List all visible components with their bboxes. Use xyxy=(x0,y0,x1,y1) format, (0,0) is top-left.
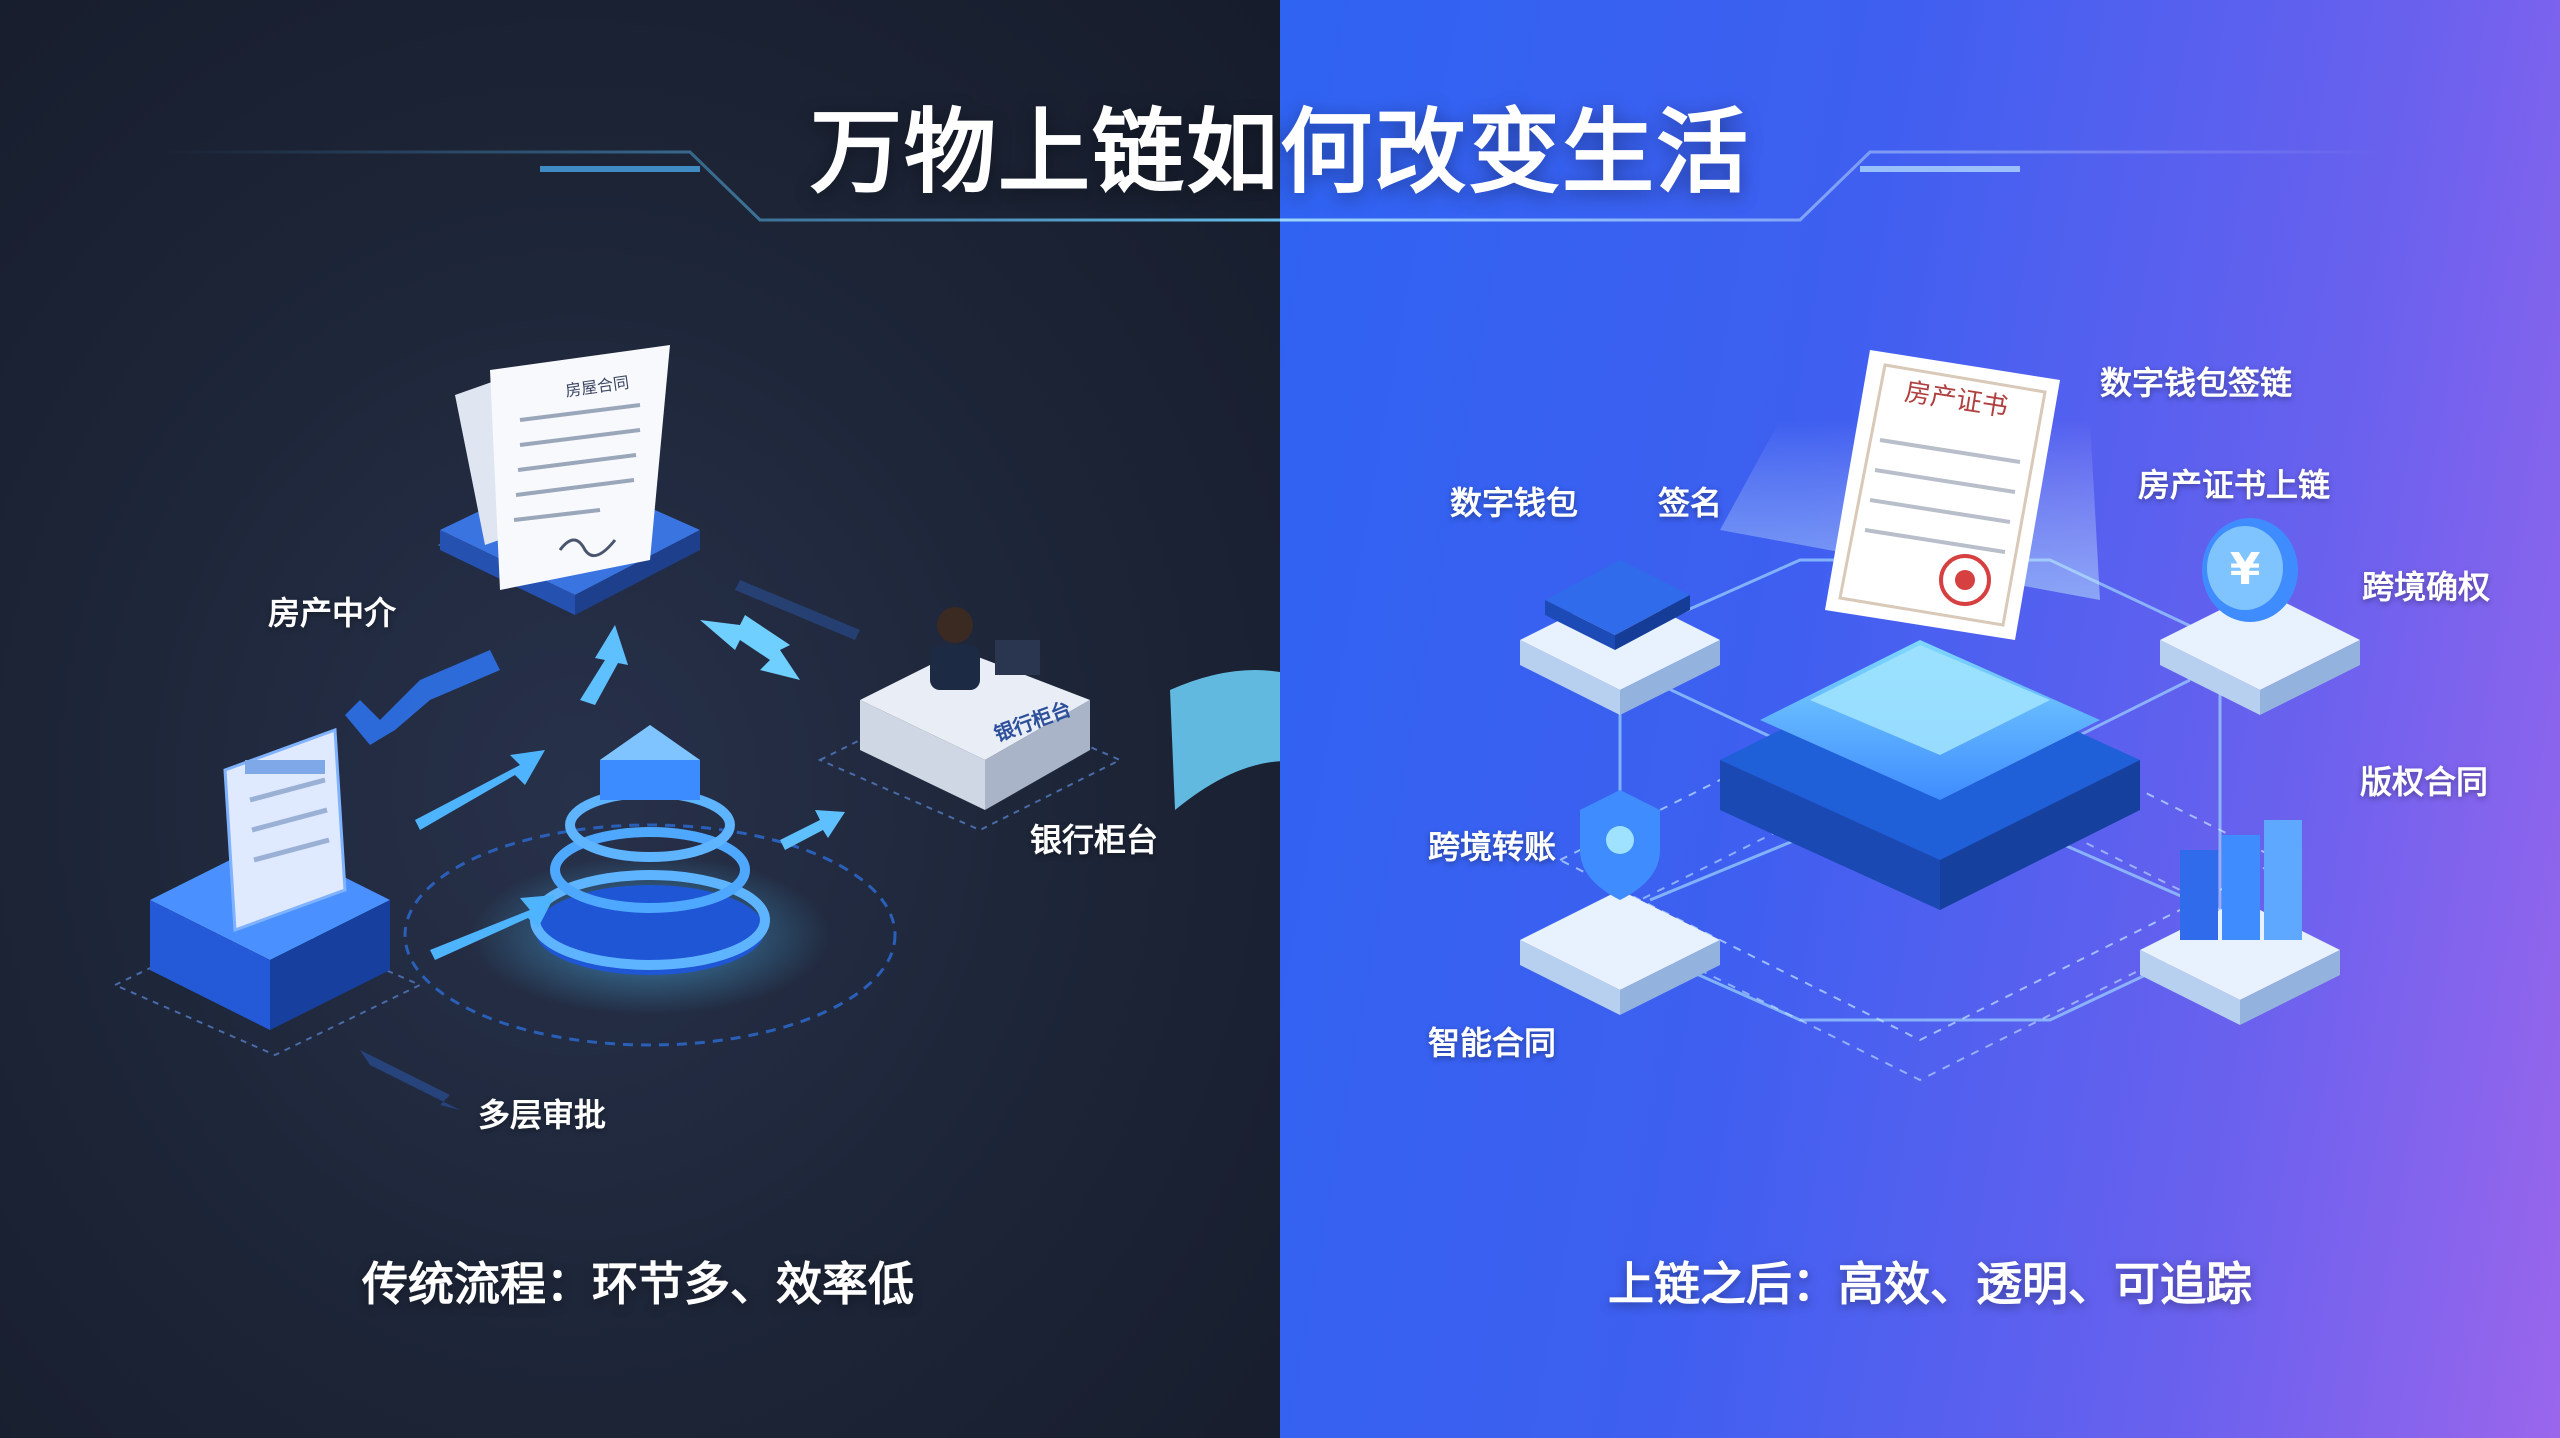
page-title: 万物上链如何改变生活 xyxy=(809,99,1750,206)
transition-arrow xyxy=(1170,670,1280,810)
label-cross-transfer: 跨境转账 xyxy=(1428,828,1557,866)
label-copyright: 版权合同 xyxy=(2360,763,2489,801)
label-wallet: 数字钱包 xyxy=(1450,484,1579,522)
label-bank-counter: 银行柜台 xyxy=(1030,821,1159,859)
shield-lock-icon xyxy=(1520,790,1720,1015)
label-cert-chain: 房产证书上链 xyxy=(2138,466,2331,504)
copyright-books-icon xyxy=(2140,820,2340,1025)
label-cross-confirm: 跨境确权 xyxy=(2362,568,2491,606)
yen-coin-icon: ¥ xyxy=(2160,518,2360,715)
property-certificate-icon xyxy=(1825,350,2060,640)
caption-traditional: 传统流程：环节多、效率低 xyxy=(362,1257,914,1311)
file-stack-icon xyxy=(112,727,423,1057)
caption-blockchain: 上链之后：高效、透明、可追踪 xyxy=(1608,1257,2252,1311)
label-agency: 房产中介 xyxy=(268,594,397,632)
svg-text:¥: ¥ xyxy=(2230,544,2261,595)
coin-stack-icon xyxy=(403,725,897,1047)
process-arrows xyxy=(345,580,860,1110)
label-wallet-sign: 数字钱包签链 xyxy=(2100,364,2293,402)
label-sign: 签名 xyxy=(1658,484,1723,522)
bank-counter-icon xyxy=(817,607,1123,832)
label-smart-contract: 智能合同 xyxy=(1428,1024,1557,1062)
label-approval: 多层审批 xyxy=(478,1096,607,1134)
digital-wallet-icon xyxy=(1520,560,1720,715)
traditional-process-illustration: 房屋合同 银行柜台 xyxy=(112,345,1280,1110)
contract-document-icon xyxy=(437,345,703,615)
